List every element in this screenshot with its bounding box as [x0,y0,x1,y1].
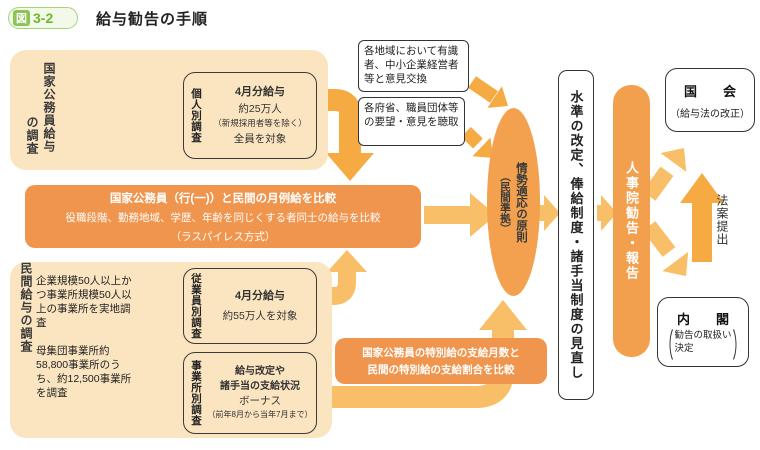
national-survey-label: 国家公務員給与 の調査 [24,62,58,162]
establishment-line4: （前年8月から当年7月まで） [207,410,313,420]
principle-ellipse-text: 情勢適応の原則 （民間準拠） [498,162,529,243]
cabinet-sub-lines: 勧告の取扱い 決定 [674,330,731,356]
private-survey-label: 民間給与の調査 [18,262,35,438]
hearing-box-regional: 各地域において有識者、中小企業経営者等と意見交換 [358,40,469,92]
diet-box: 国 会 （給与法の改正） [665,68,755,132]
employee-line1: 4月分給与 [234,290,286,303]
private-survey-note1: 企業規模50人以上かつ事業所規模50人以上の事業所を実地調査 [36,275,132,330]
arrow-npa-to-cabinet [642,221,689,276]
national-survey-panel: 国家公務員給与 の調査 個人別調査 4月分給与 約25万人 （新規採用者等を除く… [10,50,328,170]
cabinet-sub-line1: 勧告の取扱い [674,329,732,341]
individual-survey-content: 4月分給与 約25万人 （新規採用者等を除く） 全員を対象 [204,73,316,158]
monthly-comparison-line1: 国家公務員（行(一)）と民間の月例給を比較 [109,192,337,205]
npa-bar-text: 人事院勧告・報告 [624,161,639,281]
employee-survey-content: 4月分給与 約55万人を対象 [204,269,316,343]
monthly-comparison-band: 国家公務員（行(一)）と民間の月例給を比較 役職段階、勤務地域、学歴、年齢を同じ… [25,185,421,248]
cabinet-box: 内 閣 （ 勧告の取扱い 決定 ） [657,297,749,367]
hearing-box-ministries: 各府省、職員団体等の要望・意見を聴取 [358,97,465,146]
revision-box-text: 水準の改定、俸給制度・諸手当制度の見直し [568,90,584,380]
establishment-line1: 給与改定や [235,366,285,378]
principle-main: 情勢適応の原則 [515,161,527,243]
monthly-comparison-line2: 役職段階、勤務地域、学歴、年齢を同じくする者同士の給与を比較 [65,211,381,224]
employee-line2: 約55万人を対象 [222,309,298,322]
figure-badge: 図 3-2 [8,7,78,29]
individual-line4: 全員を対象 [233,132,287,145]
diet-title: 国 会 [683,83,736,99]
special-comparison-line1: 国家公務員の特別給の支給月数と [362,347,520,359]
arrow-principle-to-revision [538,195,560,231]
special-comparison-line2: 民間の特別給の支給割合を比較 [367,364,515,376]
revision-box: 水準の改定、俸給制度・諸手当制度の見直し [558,70,594,400]
figure-badge-number: 3-2 [33,10,54,26]
national-survey-label-line2: の調査 [25,116,39,155]
cabinet-paren-left: （ [660,326,674,364]
diet-sub: （給与法の改正） [670,108,750,120]
employee-survey-tab: 従業員別調査 [190,273,202,339]
private-survey-note2: 母集団事業所約58,800事業所のうち、約12,500事業所を調査 [36,345,132,400]
arrow-comparison-to-principle [424,193,496,237]
figure-badge-icon: 図 [13,10,30,26]
employee-survey-box: 従業員別調査 4月分給与 約55万人を対象 [183,268,317,344]
special-pay-comparison-box: 国家公務員の特別給の支給月数と 民間の特別給の支給割合を比較 [335,338,547,384]
private-survey-label-text: 民間給与の調査 [19,262,33,353]
individual-survey-tab: 個人別調査 [190,88,202,143]
individual-survey-box: 個人別調査 4月分給与 約25万人 （新規採用者等を除く） 全員を対象 [183,72,317,159]
arrow-regional-to-principle [468,76,508,108]
monthly-comparison-line3: （ラスパイレス方式） [170,230,276,243]
arrow-npa-to-diet [642,148,687,201]
individual-line3: （新規採用者等を除く） [213,117,307,128]
individual-line2: 約25万人 [238,102,282,115]
cabinet-paren-right: ） [732,326,746,364]
establishment-survey-content: 給与改定や 諸手当の支給状況 ボーナス （前年8月から当年7月まで） [204,353,316,433]
establishment-line2: 諸手当の支給状況 [220,380,300,392]
establishment-survey-box: 事業所別調査 給与改定や 諸手当の支給状況 ボーナス （前年8月から当年7月まで… [183,352,317,434]
figure-title: 給与勧告の手順 [96,11,209,28]
principle-sub: （民間準拠） [499,170,511,234]
establishment-survey-tab: 事業所別調査 [190,360,202,426]
principle-ellipse: 情勢適応の原則 （民間準拠） [487,108,540,296]
national-survey-label-line1: 国家公務員給与 [42,62,56,153]
individual-line1: 4月分給与 [234,86,286,99]
bill-submission-label: 法案提出 [715,194,729,246]
cabinet-sub-line2: 決定 [674,342,694,354]
cabinet-sub: （ 勧告の取扱い 決定 ） [660,326,745,364]
npa-recommendation-bar: 人事院勧告・報告 [613,85,650,357]
cabinet-title: 内 閣 [676,311,729,327]
arrow-ministries-to-principle [461,126,493,158]
private-survey-panel: 民間給与の調査 企業規模50人以上かつ事業所規模50人以上の事業所を実地調査 母… [10,262,332,438]
establishment-line3: ボーナス [239,395,281,408]
